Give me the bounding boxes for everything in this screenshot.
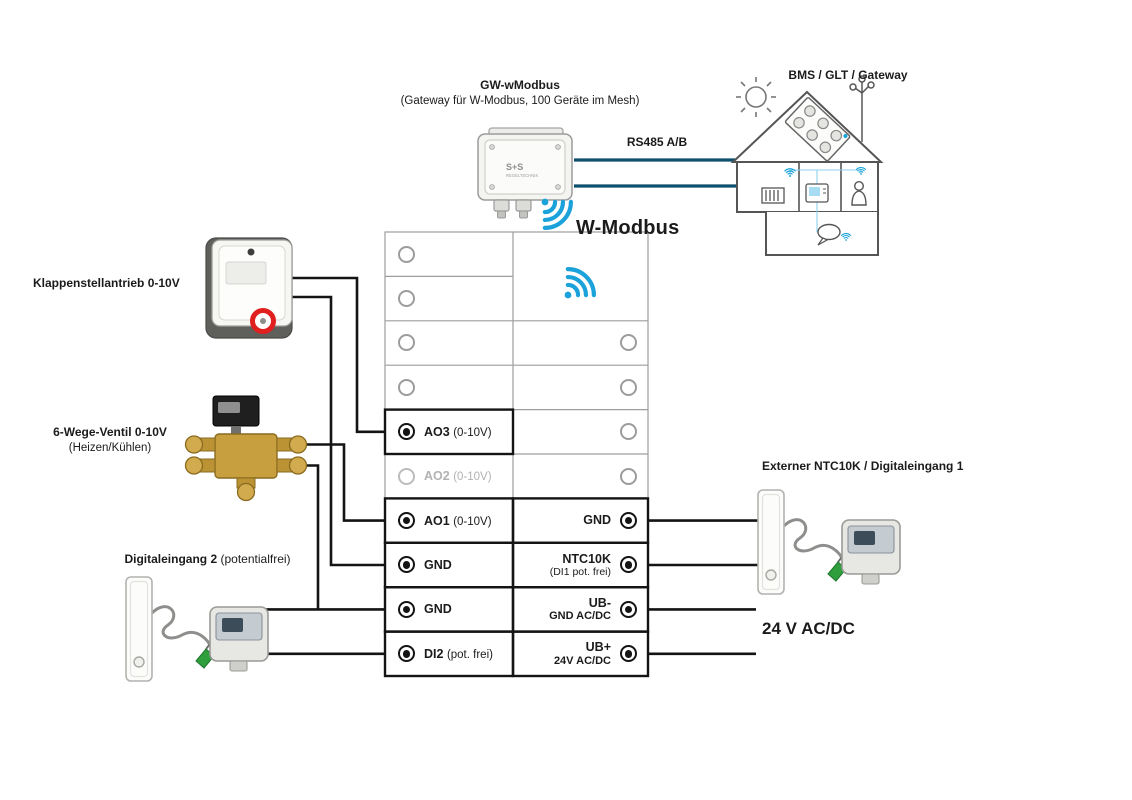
terminal-circle-di2	[398, 645, 415, 663]
external-ntc-label: Externer NTC10K / Digitaleingang 1	[762, 459, 964, 473]
terminal-cell-ub-minus: UB-GND AC/DC	[515, 587, 646, 631]
gateway-device-illustration: S+S REGELTECHNIK	[477, 127, 573, 219]
terminal-circle-ub-minus	[620, 600, 637, 618]
terminal-cell-gnd-right: GND	[515, 498, 646, 542]
person-icon	[851, 180, 867, 206]
terminal-cell-right-3	[515, 321, 646, 365]
terminal-circle-empty	[398, 290, 415, 308]
di2-label-normal: (potentialfrei)	[220, 552, 291, 566]
gateway-name: GW-wModbus	[480, 78, 560, 92]
thermostat-panel-icon	[805, 183, 829, 203]
terminal-cell-right-6	[515, 454, 646, 498]
terminal-circle-empty	[398, 334, 415, 352]
terminal-cell-ub-plus: UB+24V AC/DC	[515, 632, 646, 676]
power-supply-label: 24 V AC/DC	[762, 619, 855, 638]
terminal-cell-left-3	[389, 321, 511, 365]
terminal-circle-ntc10k	[620, 556, 637, 574]
svg-text:S+S: S+S	[506, 162, 523, 172]
digital-input2-sensor-illustration	[124, 575, 270, 683]
terminal-label-ao1: AO1 (0-10V)	[424, 513, 492, 528]
terminal-circle-gnd-1	[398, 556, 415, 574]
terminal-bold-borders	[383, 408, 650, 678]
rs485-bus-lines	[574, 158, 737, 188]
terminal-cell-right-5	[515, 410, 646, 454]
sun-icon	[736, 77, 776, 117]
bms-label: BMS / GLT / Gateway	[788, 68, 908, 82]
terminal-circle-ao2	[398, 467, 415, 485]
gateway-subtitle: (Gateway für W-Modbus, 100 Geräte im Mes…	[400, 94, 640, 107]
valve-label: 6-Wege-Ventil 0-10V (Heizen/Kühlen)	[40, 425, 180, 456]
terminal-label-gnd-right: GND	[583, 513, 611, 528]
terminal-circle-empty	[620, 467, 637, 485]
terminal-label-ntc10k: NTC10K(DI1 pot. frei)	[549, 551, 611, 579]
terminal-label-ao2: AO2 (0-10V)	[424, 469, 492, 484]
terminal-label-gnd-1: GND	[424, 557, 452, 572]
terminal-circle-empty	[398, 245, 415, 263]
wire-damper-gnd	[292, 295, 401, 567]
digital-input2-label: Digitaleingang 2 (potentialfrei)	[105, 552, 310, 568]
gateway-label: GW-wModbus (Gateway für W-Modbus, 100 Ge…	[370, 78, 670, 109]
terminal-label-ao3: AO3 (0-10V)	[424, 424, 492, 439]
terminal-circle-empty	[620, 334, 637, 352]
di2-label-bold: Digitaleingang 2	[124, 552, 218, 566]
terminal-label-ub-minus: UB-GND AC/DC	[549, 595, 611, 623]
terminal-circle-ao3	[398, 423, 415, 441]
wmodbus-label: W-Modbus	[576, 217, 680, 239]
terminal-circle-empty	[398, 378, 415, 396]
wire-valve-gnd	[306, 464, 320, 610]
terminal-cell-ntc10k: NTC10K(DI1 pot. frei)	[515, 543, 646, 587]
terminal-circle-empty	[620, 423, 637, 441]
terminal-label-ub-plus: UB+24V AC/DC	[553, 640, 611, 667]
terminal-cell-gnd-1: GND	[389, 543, 511, 587]
six-way-valve-illustration	[184, 395, 308, 502]
terminal-cell-left-4	[389, 365, 511, 409]
connection-wires	[266, 276, 760, 656]
terminal-cell-gnd-2: GND	[389, 587, 511, 631]
damper-actuator-illustration	[205, 237, 293, 339]
damper-actuator-label: Klappenstellantrieb 0-10V	[33, 276, 180, 290]
valve-label-subtitle: (Heizen/Kühlen)	[68, 441, 152, 454]
terminal-cell-ao2: AO2 (0-10V)	[389, 454, 511, 498]
terminal-cell-ao3: AO3 (0-10V)	[389, 410, 511, 454]
terminal-circle-gnd-right	[620, 512, 637, 530]
terminal-circle-ao1	[398, 512, 415, 530]
svg-text:REGELTECHNIK: REGELTECHNIK	[506, 173, 538, 178]
external-ntc-sensor-illustration	[756, 488, 902, 596]
valve-label-title: 6-Wege-Ventil 0-10V	[53, 425, 167, 439]
terminal-circle-empty	[620, 378, 637, 396]
wire-valve-signal-ao1	[306, 443, 401, 522]
terminal-cell-left-1	[389, 232, 511, 276]
terminal-circle-ub-plus	[620, 645, 637, 663]
solar-panel-icon	[784, 97, 851, 162]
terminal-label-gnd-2: GND	[424, 602, 452, 617]
terminal-circle-gnd-2	[398, 600, 415, 618]
wind-vane-icon	[849, 75, 875, 142]
terminal-label-di2: DI2 (pot. frei)	[424, 646, 493, 661]
speech-bubble-icon	[817, 223, 841, 246]
wire-damper-signal-ao3	[292, 276, 401, 434]
rs485-label: RS485 A/B	[626, 135, 688, 149]
terminal-cell-ao1: AO1 (0-10V)	[389, 498, 511, 542]
radiator-icon	[761, 187, 785, 204]
terminal-cell-right-4	[515, 365, 646, 409]
terminal-cell-left-2	[389, 276, 511, 320]
terminal-cell-di2: DI2 (pot. frei)	[389, 632, 511, 676]
bms-building-illustration	[730, 75, 884, 256]
